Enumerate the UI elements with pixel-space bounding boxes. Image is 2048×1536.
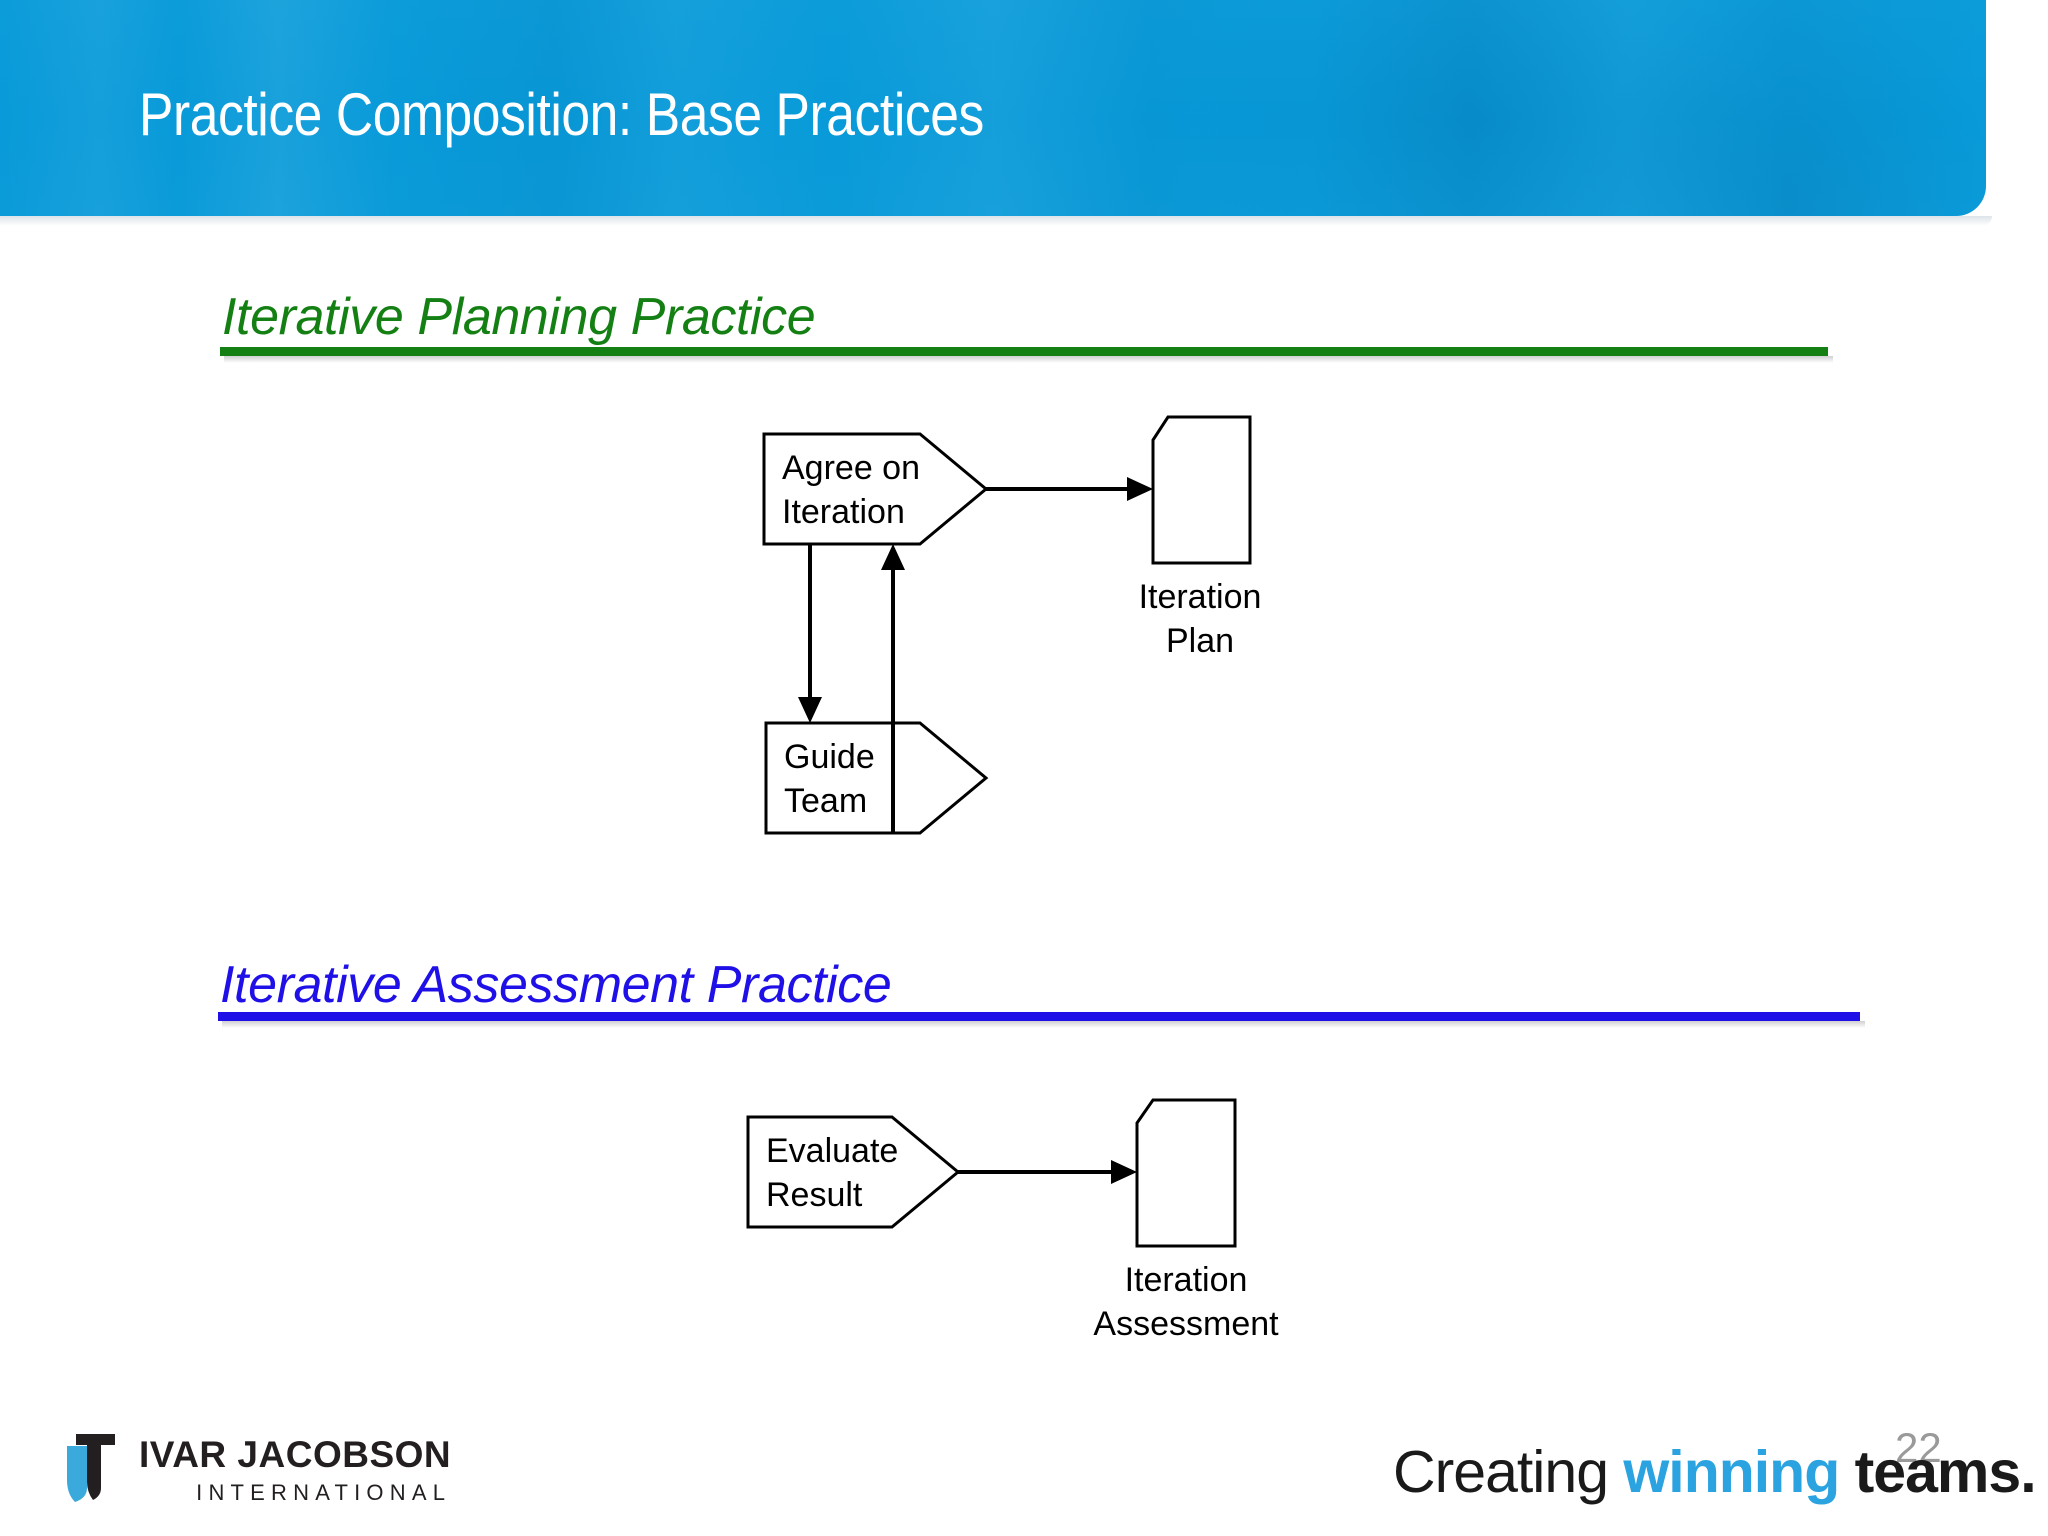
diagram-iterative-planning: Agree on Iteration Guide Team Iteration … bbox=[700, 390, 1400, 910]
node-agree-on-iteration[interactable]: Agree on Iteration bbox=[762, 432, 989, 546]
node-guide-team-line1: Guide bbox=[784, 738, 875, 776]
section-heading-planning: Iterative Planning Practice bbox=[222, 288, 816, 346]
artifact-iteration-assessment[interactable]: Iteration Assessment bbox=[1093, 1098, 1279, 1343]
tagline-part1: Creating bbox=[1393, 1439, 1624, 1505]
section-rule-planning bbox=[220, 347, 1833, 363]
node-guide-team[interactable]: Guide Team bbox=[764, 721, 989, 835]
artifact-iteration-assessment-line1: Iteration bbox=[1125, 1261, 1248, 1299]
section-heading-assessment: Iterative Assessment Practice bbox=[220, 956, 892, 1014]
arrow-agree-to-plan bbox=[986, 477, 1153, 501]
node-evaluate-result-line1: Evaluate bbox=[766, 1132, 898, 1170]
page-title: Practice Composition: Base Practices bbox=[139, 81, 984, 148]
artifact-iteration-plan-line2: Plan bbox=[1166, 622, 1234, 660]
tagline-accent-word: winning bbox=[1623, 1439, 1840, 1505]
node-evaluate-result[interactable]: Evaluate Result bbox=[746, 1115, 961, 1229]
node-evaluate-result-line2: Result bbox=[766, 1176, 863, 1214]
arrow-agree-to-guide bbox=[798, 544, 822, 723]
artifact-iteration-assessment-line2: Assessment bbox=[1093, 1305, 1279, 1343]
node-agree-on-iteration-line2: Iteration bbox=[782, 493, 905, 531]
tagline-part2: teams. bbox=[1839, 1439, 2037, 1505]
section-rule-assessment bbox=[218, 1012, 1865, 1028]
node-agree-on-iteration-line1: Agree on bbox=[782, 449, 920, 487]
page-number: 22 bbox=[1895, 1424, 1942, 1471]
ivar-jacobson-logo-icon bbox=[67, 1434, 115, 1502]
logo-wordmark: IVAR JACOBSON INTERNATIONAL bbox=[139, 1436, 451, 1504]
company-logo: IVAR JACOBSON INTERNATIONAL bbox=[63, 1432, 451, 1512]
diagram-iterative-assessment: Evaluate Result Iteration Assessment bbox=[700, 1080, 1400, 1380]
title-banner-shadow bbox=[0, 216, 1992, 226]
artifact-iteration-plan-line1: Iteration bbox=[1139, 578, 1262, 616]
node-guide-team-line2: Team bbox=[784, 782, 867, 820]
arrow-guide-to-agree bbox=[881, 544, 905, 833]
footer-tagline: Creating winning teams. bbox=[1393, 1443, 2037, 1502]
logo-company-name: IVAR JACOBSON bbox=[139, 1434, 452, 1475]
arrow-evaluate-to-assessment bbox=[958, 1160, 1137, 1184]
logo-company-sub: INTERNATIONAL bbox=[196, 1480, 452, 1505]
artifact-iteration-plan[interactable]: Iteration Plan bbox=[1139, 415, 1262, 660]
title-banner bbox=[0, 0, 1986, 216]
